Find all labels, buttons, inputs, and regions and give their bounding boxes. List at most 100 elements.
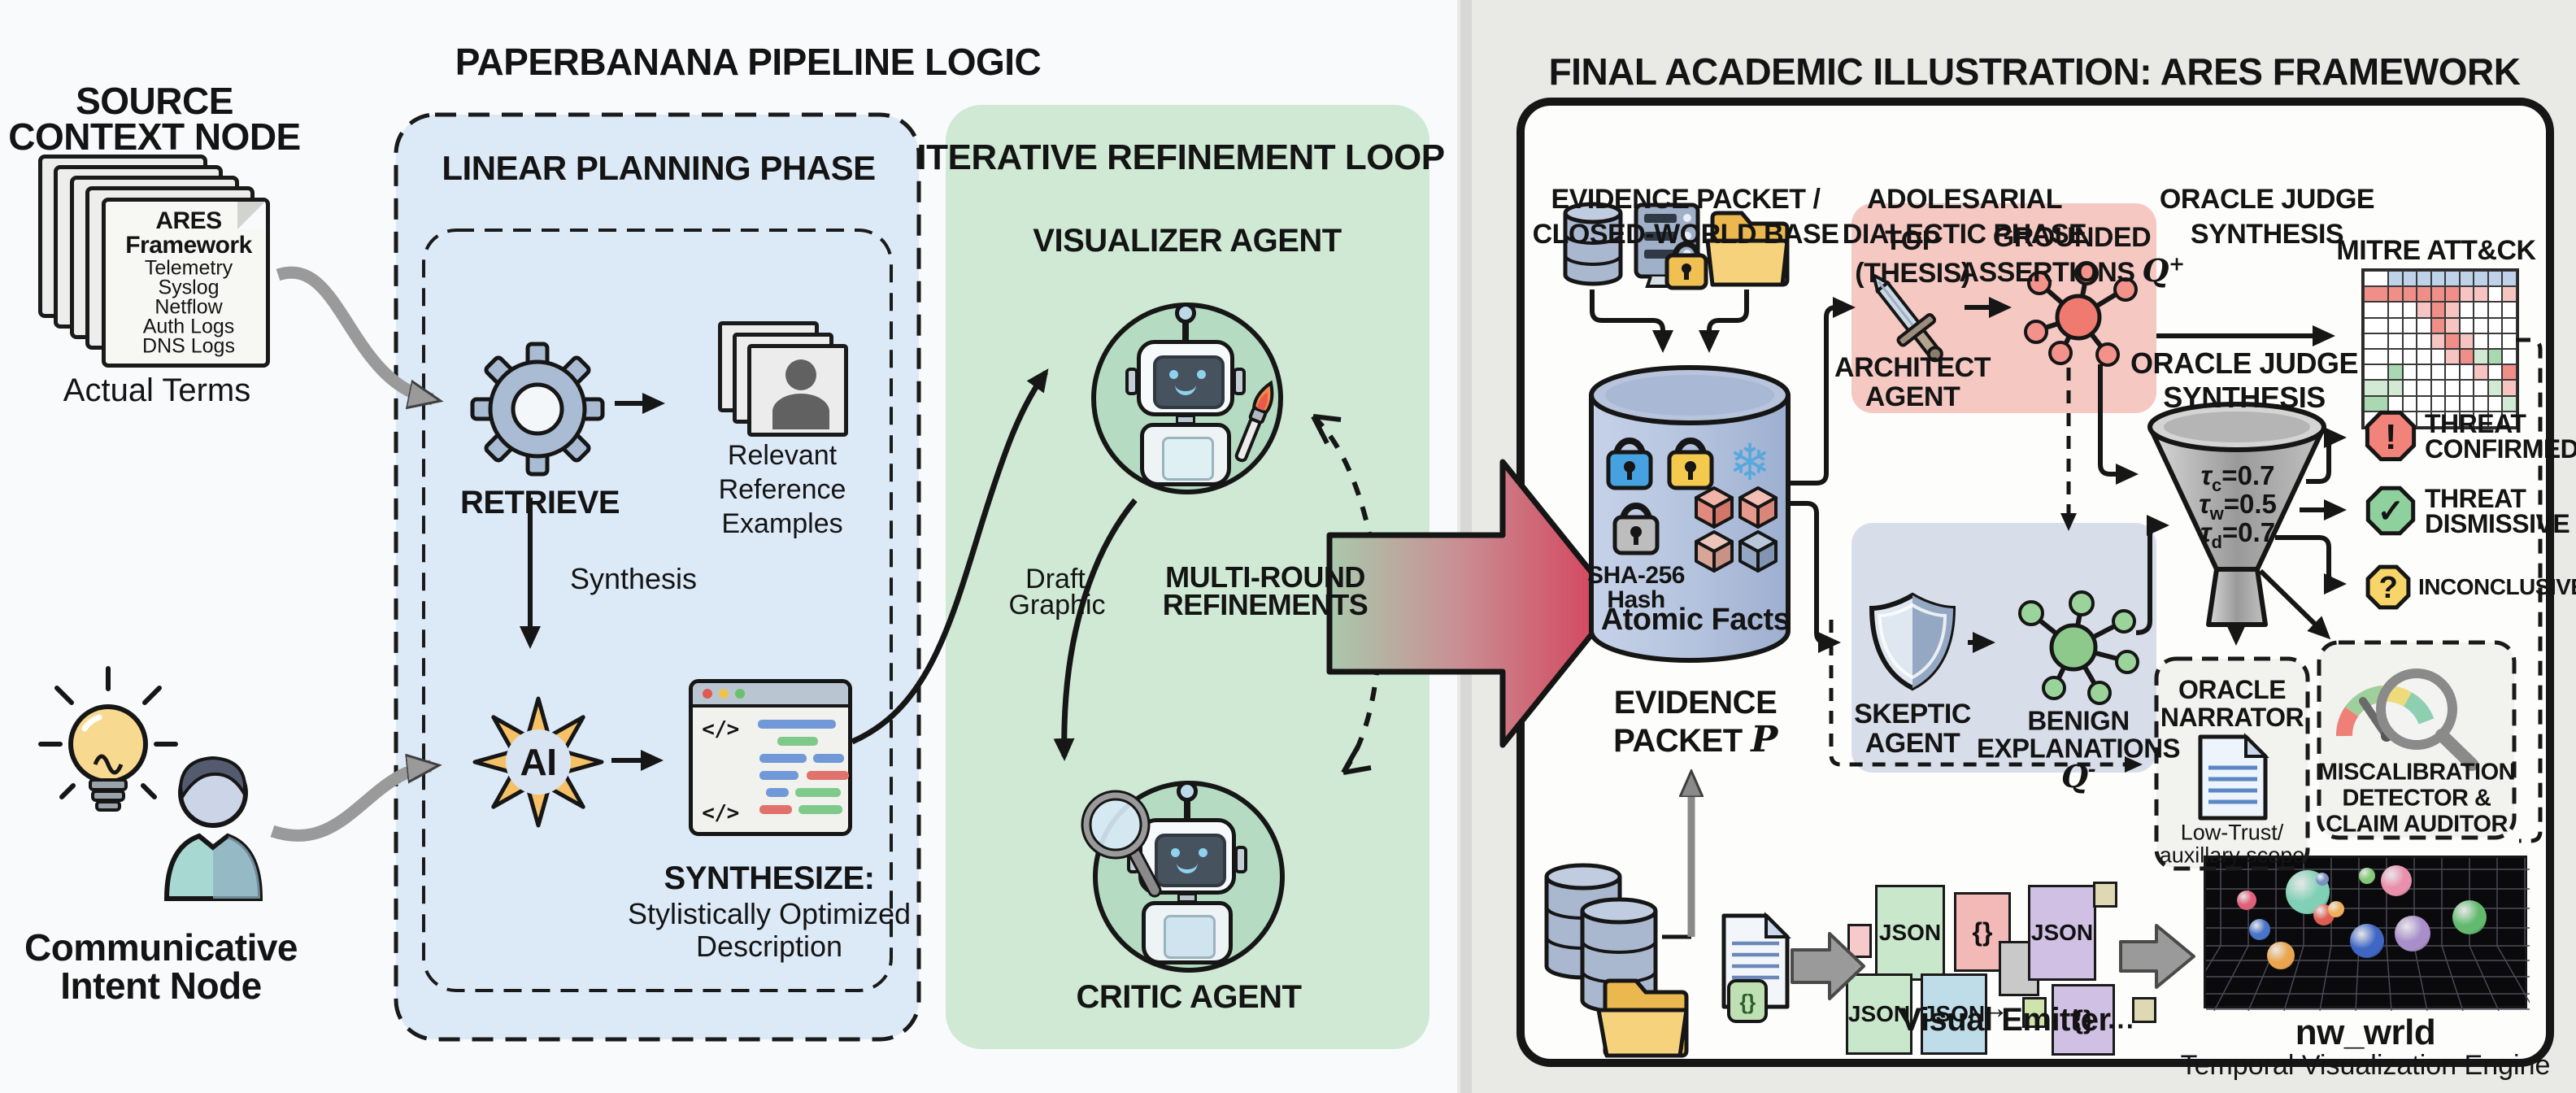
reference-label-2: Reference xyxy=(718,474,846,505)
visualizer-label: VISUALIZER AGENT xyxy=(1033,223,1342,259)
mitre-matrix-cell xyxy=(2474,271,2488,287)
mitre-matrix-cell xyxy=(2417,364,2431,381)
retrieve-label: RETRIEVE xyxy=(459,485,620,520)
visualizer-robot-icon xyxy=(1091,303,1283,494)
mitre-label: MITRE ATT&CK xyxy=(2336,235,2536,266)
inconclusive-label: INCONCLUSIVE xyxy=(2418,574,2576,599)
mitre-matrix-cell xyxy=(2402,364,2417,381)
architect-label2: AGENT xyxy=(1865,381,1960,412)
viz-sphere xyxy=(2267,942,2295,969)
q-minus-symbol: Q- xyxy=(2060,757,2096,795)
mitre-matrix-cell xyxy=(2364,364,2388,381)
mitre-matrix-cell xyxy=(2388,364,2403,381)
code-line xyxy=(759,771,798,780)
doc-term: Auth Logs xyxy=(142,315,235,338)
judge-header2: SYNTHESIS xyxy=(2190,219,2344,250)
mitre-matrix-cell xyxy=(2402,411,2417,427)
mitre-matrix-cell xyxy=(2502,302,2517,318)
snowflake-icon: ❄ xyxy=(1729,435,1771,491)
json-block-small xyxy=(2093,882,2117,908)
mitre-matrix-cell xyxy=(2502,317,2517,333)
q-plus-symbol: Q+ xyxy=(2142,251,2185,289)
json-block: {} xyxy=(2052,984,2115,1056)
mitre-matrix-cell xyxy=(2487,364,2502,381)
dismissive-label2: DISMISSIVE xyxy=(2425,509,2570,538)
mitre-matrix-cell xyxy=(2417,348,2431,365)
sha-label2: Hash xyxy=(1607,586,1665,613)
evidence-header2: CLOSED-WORLD BASE xyxy=(1532,219,1839,250)
top-thesis-label2: (THESIS) xyxy=(1855,258,1970,289)
intent-label1: Communicative xyxy=(24,926,298,969)
mitre-matrix-cell xyxy=(2474,364,2488,381)
mitre-matrix-cell xyxy=(2487,271,2502,287)
mitre-matrix-cell xyxy=(2388,395,2403,412)
mitre-matrix-cell xyxy=(2459,271,2474,287)
json-block: JSON xyxy=(2028,885,2096,981)
mitre-matrix-cell xyxy=(2402,348,2417,365)
benign-label2: EXPLANATIONS xyxy=(1976,733,2181,764)
narrator-label2: NARRATOR xyxy=(2160,703,2304,732)
reference-label-1: Relevant xyxy=(727,440,838,471)
mitre-matrix-cell xyxy=(2430,364,2445,381)
mitre-matrix-cell xyxy=(2445,380,2460,396)
mitre-matrix-cell xyxy=(2417,271,2431,287)
mitre-matrix-cell xyxy=(2402,380,2417,396)
mitre-matrix-cell xyxy=(2459,395,2474,412)
mitre-matrix-cell xyxy=(2388,380,2403,396)
temporal-viz-screen xyxy=(2204,856,2530,1011)
mitre-matrix-cell xyxy=(2417,286,2431,303)
viz-caption: Temporal Visualization Engine xyxy=(2180,1050,2551,1081)
json-block: JSON xyxy=(1846,973,1912,1055)
mitre-matrix-cell xyxy=(2402,302,2417,318)
code-glyph-top: </> xyxy=(702,717,739,742)
narrator-label1: ORACLE xyxy=(2178,675,2287,704)
mitre-matrix-cell xyxy=(2445,286,2460,303)
multiround-label1: MULTI-ROUND xyxy=(1165,560,1365,594)
json-dots-glyph: ⋯ xyxy=(2107,1011,2134,1042)
ai-label: AI xyxy=(520,741,558,783)
packet-symbol: P xyxy=(1751,719,1778,760)
code-line xyxy=(758,720,836,729)
mitre-matrix-cell xyxy=(2459,380,2474,396)
mitre-matrix-cell xyxy=(2364,302,2388,318)
synthesis-label: Synthesis xyxy=(569,562,698,595)
mitre-matrix-cell xyxy=(2474,395,2488,412)
confirmed-label1: THREAT xyxy=(2425,409,2526,438)
code-window-titlebar xyxy=(693,683,848,708)
mitre-matrix-cell xyxy=(2430,271,2445,287)
mitre-matrix-cell xyxy=(2474,317,2488,333)
viz-sphere xyxy=(2328,901,2344,917)
mitre-matrix-cell xyxy=(2388,333,2403,349)
json-block-small xyxy=(2132,997,2156,1023)
code-line xyxy=(813,754,844,763)
mitre-matrix-cell xyxy=(2430,302,2445,318)
mitre-matrix-cell xyxy=(2388,302,2403,318)
viz-sphere xyxy=(2395,916,2430,951)
threshold-tc: τc=0.7 xyxy=(2200,460,2275,495)
miscal-label1: MISCALIBRATION xyxy=(2317,759,2516,786)
source-node-heading2: CONTEXT NODE xyxy=(8,115,301,158)
packet-word: PACKET xyxy=(1613,723,1743,759)
code-line xyxy=(759,805,792,814)
doc-term: Telemetry xyxy=(144,256,233,280)
threshold-tw: τw=0.5 xyxy=(2199,489,2277,524)
json-block-small xyxy=(1847,924,1872,958)
mitre-matrix-cell xyxy=(2487,411,2502,427)
mitre-matrix-cell xyxy=(2417,302,2431,318)
mitre-matrix-cell xyxy=(2388,286,2403,303)
mitre-matrix-cell xyxy=(2487,348,2502,365)
evidence-header1: EVIDENCE PACKET / xyxy=(1551,184,1821,215)
mitre-matrix-cell xyxy=(2388,348,2403,365)
mitre-matrix-cell xyxy=(2445,395,2460,412)
mitre-matrix-cell xyxy=(2445,411,2460,427)
mitre-matrix-cell xyxy=(2487,302,2502,318)
judge-header1: ORACLE JUDGE xyxy=(2159,184,2375,215)
mitre-matrix-cell xyxy=(2402,333,2417,349)
viz-sphere xyxy=(2249,919,2270,940)
mitre-matrix-cell xyxy=(2502,286,2517,303)
mitre-matrix-cell xyxy=(2388,317,2403,333)
mitre-matrix-cell xyxy=(2445,364,2460,381)
confirmed-glyph: ! xyxy=(2384,417,2397,457)
source-caption: Actual Terms xyxy=(63,372,251,408)
mitre-attack-matrix xyxy=(2361,268,2519,429)
